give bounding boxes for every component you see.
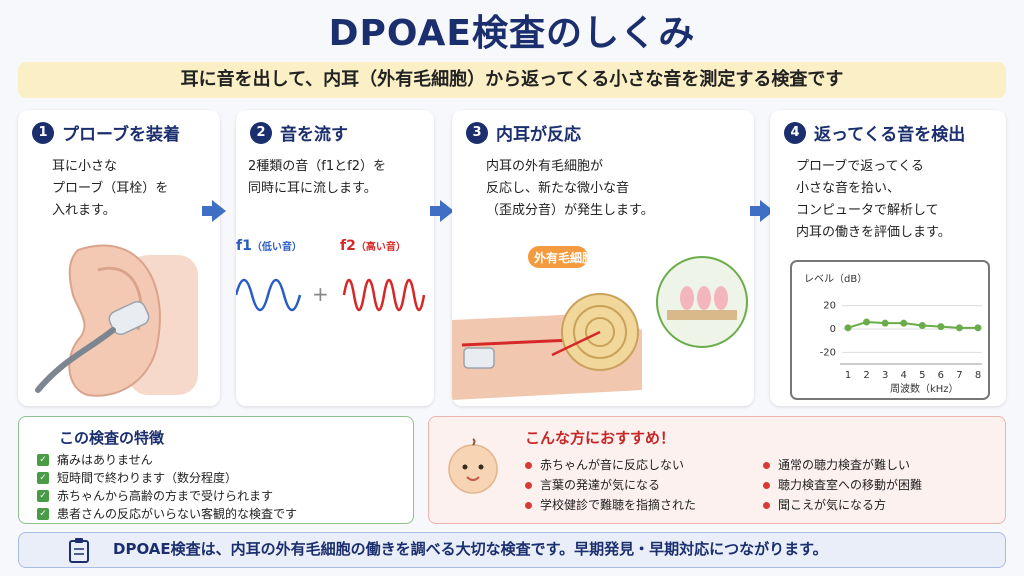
feature-item: ✓短時間で終わります（数分程度） [37,469,297,487]
step-description: プローブで返ってくる小さな音を拾い、コンピュータで解析して内耳の働きを評価します… [796,159,951,240]
data-point [844,324,852,332]
step-number: 3 [466,121,488,144]
step-number: 1 [32,121,54,144]
y-tick-label: -20 [820,347,836,358]
clipboard-icon [69,538,89,563]
step-card-3: 3 内耳が反応 内耳の外有毛細胞が反応し、新たな微小な音（歪成分音）が発生します… [452,110,754,406]
data-point [955,324,963,332]
x-tick-label: 6 [938,370,944,381]
step-description: 2種類の音（f1とf2）を同時に耳に流します。 [248,159,386,196]
f2-label: f2（高い音） [340,238,406,254]
x-tick-label: 5 [919,370,925,381]
x-tick-label: 1 [845,370,851,381]
feature-item: ✓患者さんの反応がいらない客観的な検査です [37,505,297,523]
check-icon: ✓ [37,454,49,466]
step-number: 4 [784,121,806,144]
arrow-right-icon [202,200,226,222]
x-tick-label: 8 [975,370,981,381]
recommend-item: 学校健診で難聴を指摘された [525,495,696,515]
data-point [937,323,945,331]
check-icon: ✓ [37,508,49,520]
step-card-1: 1 プローブを装着 耳に小さなプローブ（耳栓）を入れます。 [18,110,220,406]
features-box: この検査の特徴 ✓痛みはありません ✓短時間で終わります（数分程度） ✓赤ちゃん… [18,416,414,524]
x-tick-label: 2 [863,370,869,381]
bottom-note: DPOAE検査は、内耳の外有毛細胞の働きを調べる大切な検査です。早期発見・早期対… [113,540,828,558]
x-tick-label: 7 [956,370,962,381]
step-description: 耳に小さなプローブ（耳栓）を入れます。 [52,159,169,218]
step-description: 内耳の外有毛細胞が反応し、新たな微小な音（歪成分音）が発生します。 [486,159,654,218]
recommendation-heading: こんな方におすすめ！ [525,429,676,447]
data-point [974,324,982,332]
recommendation-box: こんな方におすすめ！ 赤ちゃんが音に反応しない 言葉の発達が気になる 学校健診で… [428,416,1006,524]
data-point [900,319,908,327]
data-point [918,322,926,329]
recommend-item: 赤ちゃんが音に反応しない [525,455,696,475]
step-number: 2 [250,121,272,144]
recommend-item: 言葉の発達が気になる [525,475,696,495]
chart-xlabel: 周波数（kHz） [890,382,959,395]
x-tick-label: 4 [901,370,907,381]
check-icon: ✓ [37,472,49,484]
f1-label: f1（低い音） [236,238,302,254]
y-tick-label: 20 [823,301,836,312]
chart-ylabel: レベル（dB） [804,273,867,285]
plus-sign: + [312,282,329,306]
data-point [881,319,889,327]
recommend-item: 聞こえが気になる方 [763,495,922,515]
bottom-note-bar: DPOAE検査は、内耳の外有毛細胞の働きを調べる大切な検査です。早期発見・早期対… [18,532,1006,568]
check-icon: ✓ [37,490,49,502]
x-tick-label: 3 [882,370,888,381]
step-title: 返ってくる音を検出 [814,125,966,145]
dpoae-result-chart: レベル（dB） 周波数（kHz） 20 0 -20 1 2 3 4 5 6 7 8 [790,260,990,400]
data-point [863,318,871,326]
outer-hair-cell-callout: 外有毛細胞 [534,251,595,265]
baby-face-icon [448,438,498,494]
feature-item: ✓痛みはありません [37,451,297,469]
recommend-item: 聴力検査室への移動が困難 [763,475,922,495]
feature-item: ✓赤ちゃんから高齢の方まで受けられます [37,487,297,505]
features-heading: この検査の特徴 [59,429,165,447]
subtitle-banner: 耳に音を出して、内耳（外有毛細胞）から返ってくる小さな音を測定する検査です [18,62,1006,98]
recommend-item: 通常の聴力検査が難しい [763,455,922,475]
ear-with-probe-illustration [35,244,198,397]
step-card-2: 2 音を流す 2種類の音（f1とf2）を同時に耳に流します。 f1（低い音） f… [236,110,434,406]
step-title: プローブを装着 [62,125,180,145]
y-tick-label: 0 [830,324,836,335]
inner-ear-illustration [452,246,748,400]
arrow-right-icon [430,200,454,222]
sound-waves-illustration [236,278,426,312]
step-title: 音を流す [280,125,348,145]
step-title: 内耳が反応 [496,125,581,145]
page-title: DPOAE検査のしくみ [328,13,696,54]
